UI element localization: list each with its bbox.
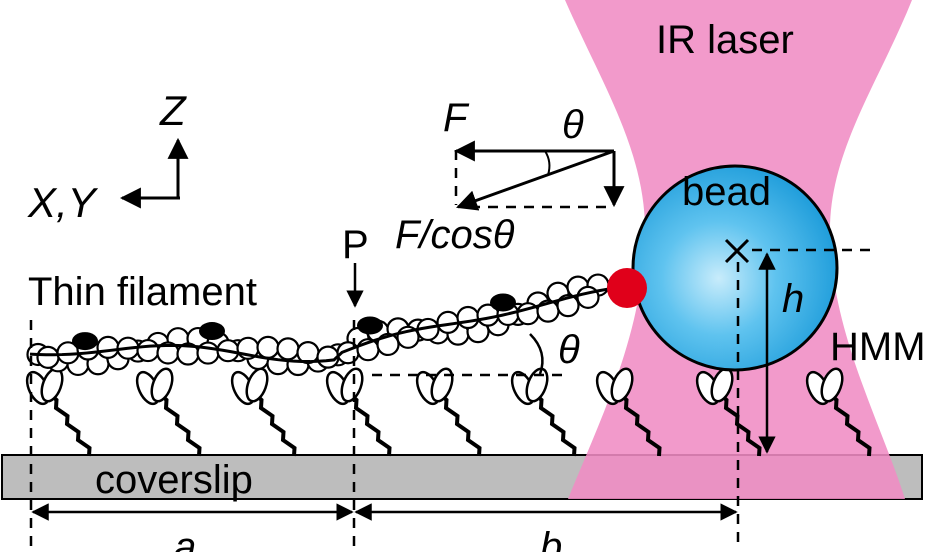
laser-label: IR laser <box>656 18 794 62</box>
height-label: h <box>782 277 804 321</box>
hmm-head <box>245 367 269 403</box>
hmm-head <box>525 367 549 403</box>
hmm-tail <box>346 390 392 457</box>
troponin <box>490 293 516 312</box>
hmm-head <box>430 367 454 403</box>
hmm-motor <box>510 367 577 457</box>
hmm-head <box>340 367 364 403</box>
hmm-motor <box>230 367 297 457</box>
actin-monomer <box>136 338 160 363</box>
actin-monomer <box>456 305 480 330</box>
troponin <box>199 322 225 341</box>
tropomyosin-strand <box>29 286 615 364</box>
hmm-motor <box>805 367 872 457</box>
hmm-motor <box>595 367 662 457</box>
filament-label: Thin filament <box>28 270 257 314</box>
hmm-motor <box>25 367 92 457</box>
trapped-bead <box>631 164 839 372</box>
hmm-head <box>610 367 634 403</box>
troponin <box>357 316 383 335</box>
hmm-tail <box>531 390 577 457</box>
actin-monomer <box>256 335 280 359</box>
hmm-head <box>150 367 174 403</box>
dashed-guides <box>29 150 872 548</box>
hmm-tail <box>251 390 297 457</box>
axis-xy-label: X,Y <box>27 179 99 226</box>
distance-a-label: a <box>174 525 196 552</box>
troponin <box>72 332 98 351</box>
theta-top-label: θ <box>562 103 584 147</box>
thin-filament <box>26 273 615 377</box>
coverslip-label: coverslip <box>95 458 253 502</box>
force-triangle <box>453 140 625 211</box>
actin-monomer <box>96 335 120 359</box>
bead-center-cross <box>724 238 750 264</box>
axis-z-label: Z <box>159 87 187 134</box>
hmm-tail <box>826 390 872 457</box>
bead-label: bead <box>682 170 771 214</box>
hmm-tail <box>616 390 662 457</box>
theta-mid-label: θ <box>558 328 580 372</box>
actin-monomer <box>276 337 300 361</box>
point-p-label: P <box>342 223 369 267</box>
hmm-motor <box>415 367 482 457</box>
hmm-motor <box>135 367 202 457</box>
hmm-tail <box>156 390 202 457</box>
theta-arc-mid <box>529 333 544 375</box>
hmm-head <box>820 367 844 403</box>
hmm-motor <box>325 367 392 457</box>
force-label: F <box>443 96 470 140</box>
hmm-tail <box>436 390 482 457</box>
actin-monomer <box>36 345 60 369</box>
hmm-label: HMM <box>830 325 926 369</box>
hmm-tail <box>46 390 92 457</box>
distance-b-label: b <box>540 525 562 552</box>
bead-attachment-marker <box>607 268 647 308</box>
axis-indicator <box>119 137 189 209</box>
force-cos-label: F/cosθ <box>395 213 515 257</box>
